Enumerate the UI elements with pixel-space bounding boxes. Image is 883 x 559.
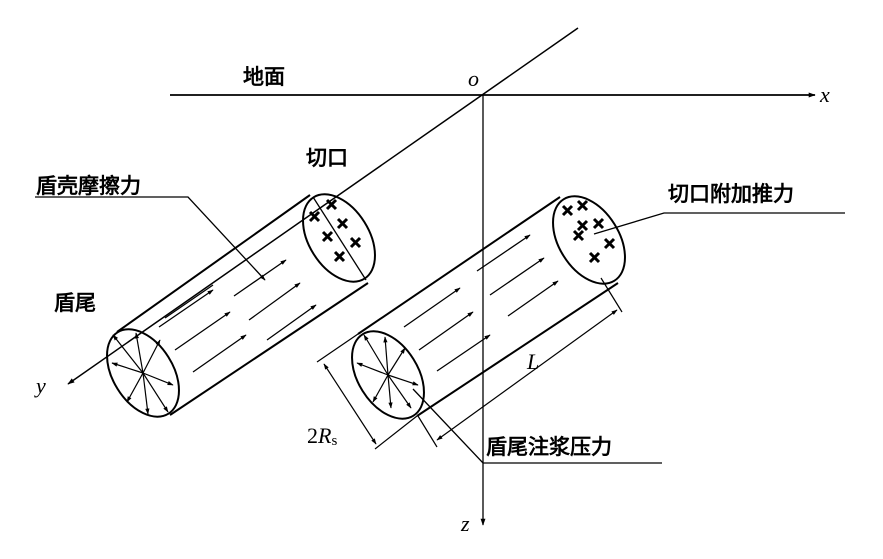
grouting-pressure-leader bbox=[412, 388, 662, 464]
length-label: L bbox=[526, 349, 539, 374]
left-shield-cylinder bbox=[106, 193, 376, 418]
tail-end-ellipse bbox=[106, 328, 180, 418]
shield-tail-label: 盾尾 bbox=[54, 291, 96, 315]
face-thrust-crosses bbox=[308, 198, 362, 263]
origin-label: o bbox=[468, 66, 479, 91]
tail-radial-arrows bbox=[356, 334, 419, 409]
ground-label: 地面 bbox=[243, 65, 285, 89]
diameter-dimension bbox=[316, 333, 418, 450]
tail-radial-arrows bbox=[111, 332, 174, 415]
face-thrust-crosses bbox=[561, 199, 616, 264]
face-thrust-leader bbox=[593, 212, 845, 235]
cutter-face-label: 切口 bbox=[306, 146, 348, 170]
shell-friction-leader bbox=[35, 196, 266, 281]
shell-friction-label: 盾壳摩擦力 bbox=[36, 174, 141, 198]
z-axis-label: z bbox=[460, 511, 470, 536]
shell-friction-arrows bbox=[158, 259, 317, 373]
x-axis-label: x bbox=[819, 82, 830, 107]
length-dimension bbox=[417, 277, 623, 448]
y-axis bbox=[67, 27, 579, 385]
diameter-label: 2Rs bbox=[307, 423, 337, 449]
face-thrust-label: 切口附加推力 bbox=[668, 182, 794, 206]
grouting-pressure-label: 盾尾注浆压力 bbox=[486, 435, 612, 459]
y-axis-label: y bbox=[34, 373, 46, 398]
face-end-ellipse bbox=[552, 195, 626, 285]
right-shield-cylinder bbox=[351, 195, 626, 420]
